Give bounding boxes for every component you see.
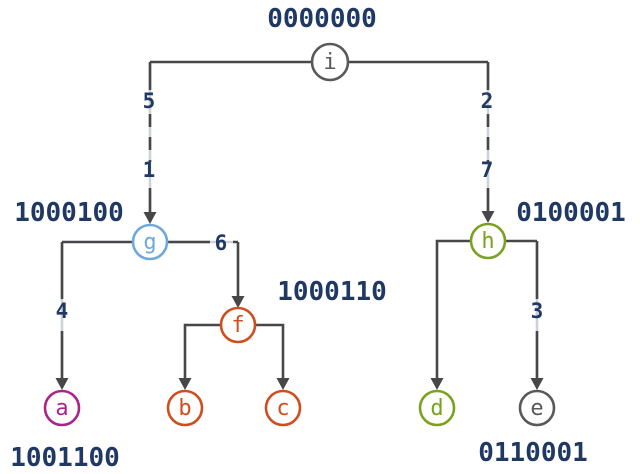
edge-f-b — [178, 323, 222, 390]
code-label-e: 0110001 — [478, 438, 588, 468]
node-circle-g — [131, 223, 169, 261]
node-letter-b: b — [178, 396, 191, 421]
weight-h-e: 3 — [531, 299, 544, 323]
edge-g-f — [167, 240, 245, 308]
edge-g-f-line — [167, 240, 240, 296]
edge-i-g-line — [148, 60, 313, 212]
node-circle-h — [469, 222, 507, 260]
edge-h-d — [430, 239, 471, 390]
edge-f-c — [254, 323, 290, 390]
node-letter-f: f — [231, 313, 244, 338]
node-c: c — [264, 389, 302, 427]
weight-i-g-lower: 1 — [143, 158, 156, 182]
weight-i-h-upper: 2 — [481, 89, 494, 113]
node-letter-d: d — [430, 396, 443, 421]
node-letter-i: i — [323, 50, 336, 75]
edge-layer — [55, 60, 544, 390]
weight-i-g-upper: 5 — [143, 89, 156, 113]
node-circle-d — [418, 389, 456, 427]
code-label-a: 1001100 — [10, 443, 120, 473]
node-circle-b — [166, 389, 204, 427]
node-d: d — [418, 389, 456, 427]
weight-g-f: 6 — [215, 231, 228, 255]
node-f: f — [219, 306, 257, 344]
node-letter-e: e — [530, 396, 543, 421]
arrowhead-into-b — [178, 378, 192, 390]
arrowhead-into-e — [530, 378, 544, 390]
code-label-h: 0100001 — [516, 198, 626, 228]
node-h: h — [469, 222, 507, 260]
arrowhead-into-g — [143, 212, 157, 224]
node-e: e — [518, 389, 556, 427]
node-i: i — [310, 42, 350, 82]
node-circle-c — [264, 389, 302, 427]
edge-f-c-line — [254, 323, 285, 378]
edge-h-e-line — [505, 239, 539, 378]
edge-g-a — [55, 240, 133, 390]
weight-i-h-lower: 7 — [481, 158, 494, 182]
node-a: a — [43, 389, 81, 427]
node-letter-g: g — [143, 230, 156, 255]
code-label-g: 1000100 — [14, 198, 124, 228]
edge-f-b-line — [183, 323, 222, 378]
arrowhead-into-c — [276, 378, 290, 390]
arrowhead-into-a — [55, 378, 69, 390]
arrowhead-into-h — [481, 211, 495, 223]
code-labels: 0000000 1000100 0100001 1000110 1001100 … — [10, 4, 626, 473]
arrowhead-into-f — [231, 296, 245, 308]
weight-g-a: 4 — [56, 299, 69, 323]
edge-h-d-line — [435, 239, 471, 378]
node-g: g — [131, 223, 169, 261]
edge-i-g — [143, 60, 313, 224]
node-circle-f — [219, 306, 257, 344]
weight-labels: 5 1 2 7 4 6 3 — [56, 89, 544, 323]
edge-i-h-line — [347, 60, 490, 211]
node-letter-c: c — [276, 396, 289, 421]
node-circle-a — [43, 389, 81, 427]
edge-h-e — [505, 239, 544, 390]
node-b: b — [166, 389, 204, 427]
edge-i-h — [347, 60, 495, 223]
code-label-i: 0000000 — [267, 4, 377, 34]
node-layer: i g h f a b c d — [43, 42, 556, 427]
node-letter-a: a — [55, 396, 68, 421]
node-circle-i — [310, 42, 350, 82]
arrowhead-into-d — [430, 378, 444, 390]
code-label-f: 1000110 — [277, 277, 387, 307]
node-letter-h: h — [481, 229, 494, 254]
edge-g-a-line — [60, 240, 133, 378]
node-circle-e — [518, 389, 556, 427]
